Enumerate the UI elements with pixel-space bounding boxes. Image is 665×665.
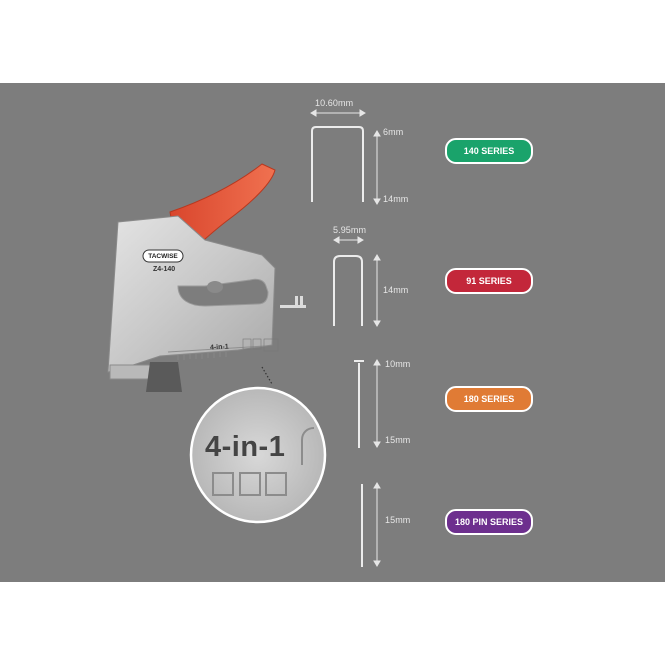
series-pill-140: 140 SERIES [445,138,533,164]
magnifier-lens [189,386,327,524]
length-label-91: 14mm [383,285,409,295]
length-label-140-max: 14mm [383,194,409,204]
staple-140-outline [311,126,364,202]
brand-logo: TACWISE [148,253,178,260]
stapler-body [107,215,306,392]
leader-line [261,366,273,385]
staple-91-outline [333,255,363,326]
series-pill-180-pin: 180 PIN SERIES [445,509,533,535]
length-label-pin: 15mm [385,515,411,525]
length-label-180-max: 15mm [385,435,411,445]
length-label-140-min: 6mm [383,127,404,137]
brand-badge [142,249,184,263]
series-pill-91: 91 SERIES [445,268,533,294]
series-pill-180: 180 SERIES [445,386,533,412]
magnified-feature-label: 4-in-1 [205,431,286,463]
width-label-140: 10.60mm [315,98,354,108]
width-label-91: 5.95mm [333,225,367,235]
tool-feature-label: 4-in-1 [209,343,229,352]
model-label: Z4-140 [153,266,176,273]
length-label-180-min: 10mm [385,359,411,369]
